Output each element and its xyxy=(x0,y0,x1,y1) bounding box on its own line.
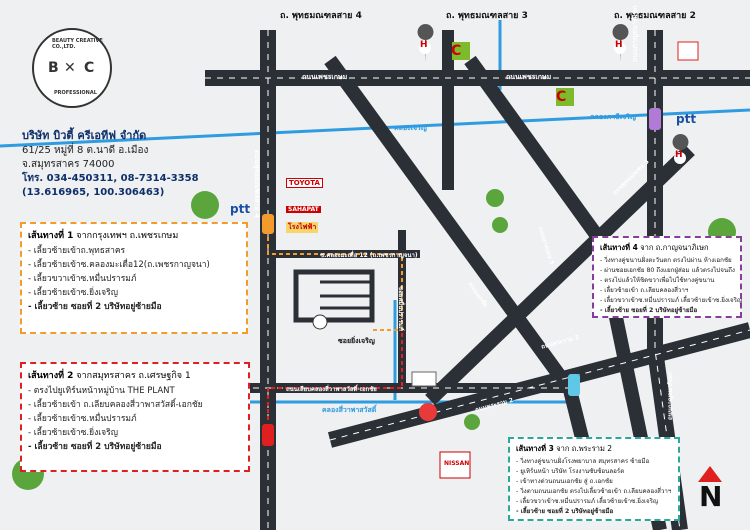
route2-step-2: - เลี้ยวซ้ายเข้า ถ.เลียบคลองสี่วาพาสวัสด… xyxy=(28,400,203,410)
route2-step-1: - ตรงไปยูเทิร์นหน้าหมู่บ้าน THE PLANT xyxy=(28,386,175,396)
label-putthamonthon3: ถ. พุทธมณฑลสาย 3 xyxy=(446,11,528,21)
road-ekachai-b xyxy=(425,144,695,406)
tree-3 xyxy=(486,189,504,207)
logo-letter-b: B xyxy=(48,60,59,76)
company-phone: โทร. 034-450311, 08-7314-3358 xyxy=(22,173,199,184)
road-soi-loop xyxy=(293,269,375,323)
route3-step-5: - เลี้ยวขวาเข้าซ.หมื่นปรารมภ์ เลี้ยวซ้าย… xyxy=(516,498,659,505)
car-route1 xyxy=(262,214,274,234)
label-khlong-si-wa: คลองสี่วาพาสวัสดิ์ xyxy=(322,406,377,414)
tools-icon: ✕ xyxy=(64,60,76,76)
ptt-logo-2: ptt xyxy=(676,112,697,126)
route1-box: เส้นทางที่ 1 จากกรุงเทพฯ ถ.เพชรเกษม - เล… xyxy=(20,222,248,334)
route1-path xyxy=(267,230,403,331)
label-putthamonthon4-vertical: ถนนพุทธมณฑลสาย 4 xyxy=(253,150,261,219)
store-sign-2 xyxy=(556,88,574,106)
company-info: บริษัท บิวตี้ ครีเอทีฟ จำกัด 61/25 หมู่ท… xyxy=(22,126,237,200)
route4-step-6: - เลี้ยวซ้าย ซอยที่ 2 บริษัทอยู่ซ้ายมือ xyxy=(600,307,698,314)
route3-step-6: - เลี้ยวซ้าย ซอยที่ 2 บริษัทอยู่ซ้ายมือ xyxy=(516,508,614,515)
route4-step-2: - ผ่านซอยเอกชัย 80 ถึงแยกฝู่ส่อม แล้วตรง… xyxy=(600,267,735,274)
car-route3 xyxy=(568,374,580,396)
company-logo: BEAUTY CREATIVE CO.,LTD. B C ✕ PROFESSIO… xyxy=(32,28,112,108)
company-coordinates: (13.616965, 100.306463) xyxy=(22,187,165,198)
tree-4 xyxy=(492,217,508,233)
route4-step-5: - เลี้ยวขวาเข้าซ.หมื่นปรารมภ์ เลี้ยวซ้าย… xyxy=(600,297,743,304)
label-kanchana-right: ถนนกาญจนาภิเษก xyxy=(667,371,674,420)
hospital-1-label: H xyxy=(420,40,428,50)
route4-box: เส้นทางที่ 4 จาก ถ.กาญจนาภิเษก - วิ่งทาง… xyxy=(592,236,742,318)
store-logo-2: C xyxy=(556,89,567,105)
label-canal-charoen: คลองเจริญ xyxy=(394,124,427,132)
car-route4 xyxy=(649,108,661,130)
label-phetkasem: ถนนเพชรเกษม xyxy=(302,73,348,81)
label-liap-khlong: ถนนเลียบคลองสี่วาพาสวัสดิ์-เอกชัย xyxy=(286,386,377,393)
company-address-1: 61/25 หมู่ที่ 8 ต.นาดี อ.เมือง xyxy=(22,145,149,156)
hospital-2-label: H xyxy=(615,40,623,50)
logo-letter-c: C xyxy=(84,60,95,76)
route3-step-3: - เข้าทางด่วนถนนเอกชัย สู่ ถ.เอกชัย xyxy=(516,478,613,485)
route1-title: เส้นทางที่ 1 จากกรุงเทพฯ ถ.เพชรเกษม xyxy=(28,231,179,241)
store-sign-1 xyxy=(452,42,470,60)
route1-step-1: - เลี้ยวซ้ายเข้าถ.พุทธสาคร xyxy=(28,246,126,256)
route3-step-1: - วิ่งทางคู่ขนานฝั่งโรงพยาบาล สมุทรสาคร … xyxy=(516,458,650,465)
company-name: บริษัท บิวตี้ ครีเอทีฟ จำกัด xyxy=(22,129,147,142)
route4-title: เส้นทางที่ 4 จาก ถ.กาญจนาภิเษก xyxy=(600,243,709,252)
route3-box: เส้นทางที่ 3 จาก ถ.พระราม 2 - วิ่งทางคู่… xyxy=(508,437,680,521)
tree-6 xyxy=(464,414,480,430)
route1-step-4: - เลี้ยวซ้ายเข้าซ.ยิ่งเจริญ xyxy=(28,288,118,298)
store-sign-3 xyxy=(677,41,699,61)
label-soi-12: ซ.คลองมะเดื่อ 12 (ถ.เพชรกาญจนา) xyxy=(320,252,418,259)
hospital-pin-2 xyxy=(612,24,629,62)
label-putthamonthon4: ถ. พุทธมณฑลสาย 4 xyxy=(280,11,362,21)
company-marker-icon xyxy=(312,314,328,330)
ptt-logo-1: ptt xyxy=(230,202,251,216)
road-soi-inner xyxy=(320,280,372,310)
north-arrow: N xyxy=(696,466,724,514)
route2-step-4: - เลี้ยวซ้ายเข้าซ.ยิ่งเจริญ xyxy=(28,428,118,438)
route1-step-2: - เลี้ยวซ้ายเข้าซ.คลองมะเดื่อ12(ถ.เพชรกา… xyxy=(28,260,210,270)
label-canal-charoen2: คลองภาษีเจริญ xyxy=(590,113,636,121)
route2-path xyxy=(267,330,403,420)
logo-top-text: BEAUTY CREATIVE CO.,LTD. xyxy=(52,38,103,50)
store-logo-1: C xyxy=(451,43,462,59)
route4-step-3: - ตรงไปแล้วให้ชิดขวาเพื่อไปใช้ทางคู่ขนาน xyxy=(600,277,715,284)
sign-2: โรงไฟฟ้า xyxy=(286,222,319,233)
car-route2 xyxy=(262,424,274,446)
hospital-3-label: H xyxy=(675,150,683,160)
route2-title: เส้นทางที่ 2 จากสมุทรสาคร ถ.เศรษฐกิจ 1 xyxy=(28,371,191,381)
route4-step-4: - เลี้ยวซ้ายเข้า ถ.เลียบคลองสี่วาฯ xyxy=(600,287,689,294)
nissan-logo: NISSAN xyxy=(444,460,470,467)
label-phetkasem-2: ถนนเพชรเกษม xyxy=(506,73,552,81)
north-arrow-icon xyxy=(698,466,722,482)
village-sign xyxy=(411,371,437,387)
route1-step-3: - เลี้ยวขวาเข้าซ.หมื่นปรารมภ์ xyxy=(28,274,137,284)
station-icon xyxy=(419,403,437,421)
route3-title: เส้นทางที่ 3 จาก ถ.พระราม 2 xyxy=(516,444,613,453)
hospital-pin-1 xyxy=(417,24,434,62)
route2-step-3: - เลี้ยวซ้ายเข้าซ.หมื่นปรารมภ์ xyxy=(28,414,137,424)
north-label: N xyxy=(699,480,723,513)
sign-1: SAHAPAT xyxy=(286,206,321,213)
route4-step-1: - วิ่งทางคู่ขนานฝั่งตะวันตก ตรงไปผ่าน ห้… xyxy=(600,257,732,264)
route1-step-5: - เลี้ยวซ้าย ซอยที่ 2 บริษัทอยู่ซ้ายมือ xyxy=(28,302,162,312)
label-soi-charoen: ซอยยิ่งเจริญ xyxy=(338,337,375,345)
hospital-pin-3 xyxy=(672,134,689,172)
company-address-2: จ.สมุทรสาคร 74000 xyxy=(22,159,115,170)
tree-1 xyxy=(191,191,219,219)
label-kanchanaphisek: ถนนกาญจนาภิเษก xyxy=(631,5,639,62)
route2-step-5: - เลี้ยวซ้าย ซอยที่ 2 บริษัทอยู่ซ้ายมือ xyxy=(28,442,162,452)
nissan-sign xyxy=(439,451,471,479)
route3-step-4: - วิ่งตามถนนเอกชัย ตรงไปเลี้ยวซ้ายเข้า ถ… xyxy=(516,488,672,495)
toyota-logo: TOYOTA xyxy=(286,178,323,188)
logo-bottom-text: PROFESSIONAL xyxy=(54,90,97,96)
label-putthamonthon2: ถ. พุทธมณฑลสาย 2 xyxy=(614,11,696,21)
label-soi-muen: ซอยหมื่นปรารมภ์ xyxy=(397,286,404,331)
route2-box: เส้นทางที่ 2 จากสมุทรสาคร ถ.เศรษฐกิจ 1 -… xyxy=(20,362,250,472)
route3-step-2: - ยูเทิร์นหน้า บริษัท โรงงานซับซ้อนลอร์ด xyxy=(516,468,625,475)
